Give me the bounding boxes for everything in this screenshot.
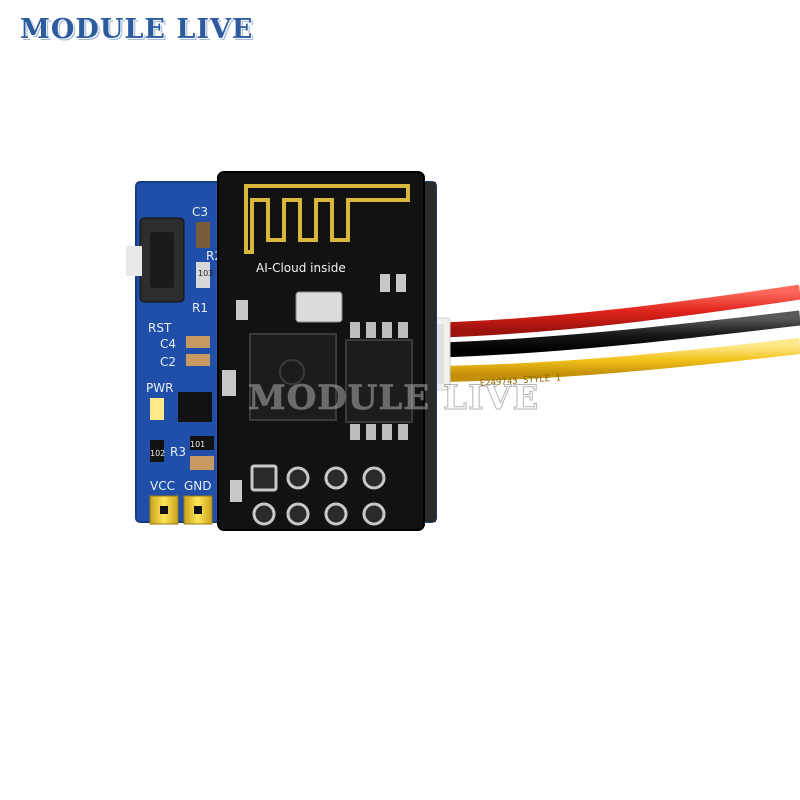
antenna-trace <box>244 184 410 254</box>
yellow-wire <box>439 338 800 382</box>
wifi-module: AI-Cloud inside <box>217 171 425 531</box>
label-r3: R3 <box>170 445 186 459</box>
brand-logo: MODULE LIVE <box>20 14 254 45</box>
label-rst: RST <box>148 321 172 335</box>
red-wire <box>439 284 800 338</box>
pin-header <box>250 464 386 526</box>
label-c2: C2 <box>160 355 176 369</box>
label-res-b: 102 <box>150 449 165 458</box>
label-pwr: PWR <box>146 381 173 395</box>
label-c3: C3 <box>192 205 208 219</box>
flash-chip <box>345 339 413 423</box>
label-c4: C4 <box>160 337 176 351</box>
black-wire <box>439 310 800 358</box>
label-res-a: 103 <box>198 269 213 278</box>
antenna-label: AI-Cloud inside <box>256 261 346 275</box>
label-res-c: 101 <box>190 440 205 449</box>
label-r1: R1 <box>192 301 208 315</box>
label-gnd: GND <box>184 479 212 493</box>
cable: E249743 STYLE 1 <box>439 284 800 389</box>
esp-chip <box>249 333 337 421</box>
label-vcc: VCC <box>150 479 175 493</box>
